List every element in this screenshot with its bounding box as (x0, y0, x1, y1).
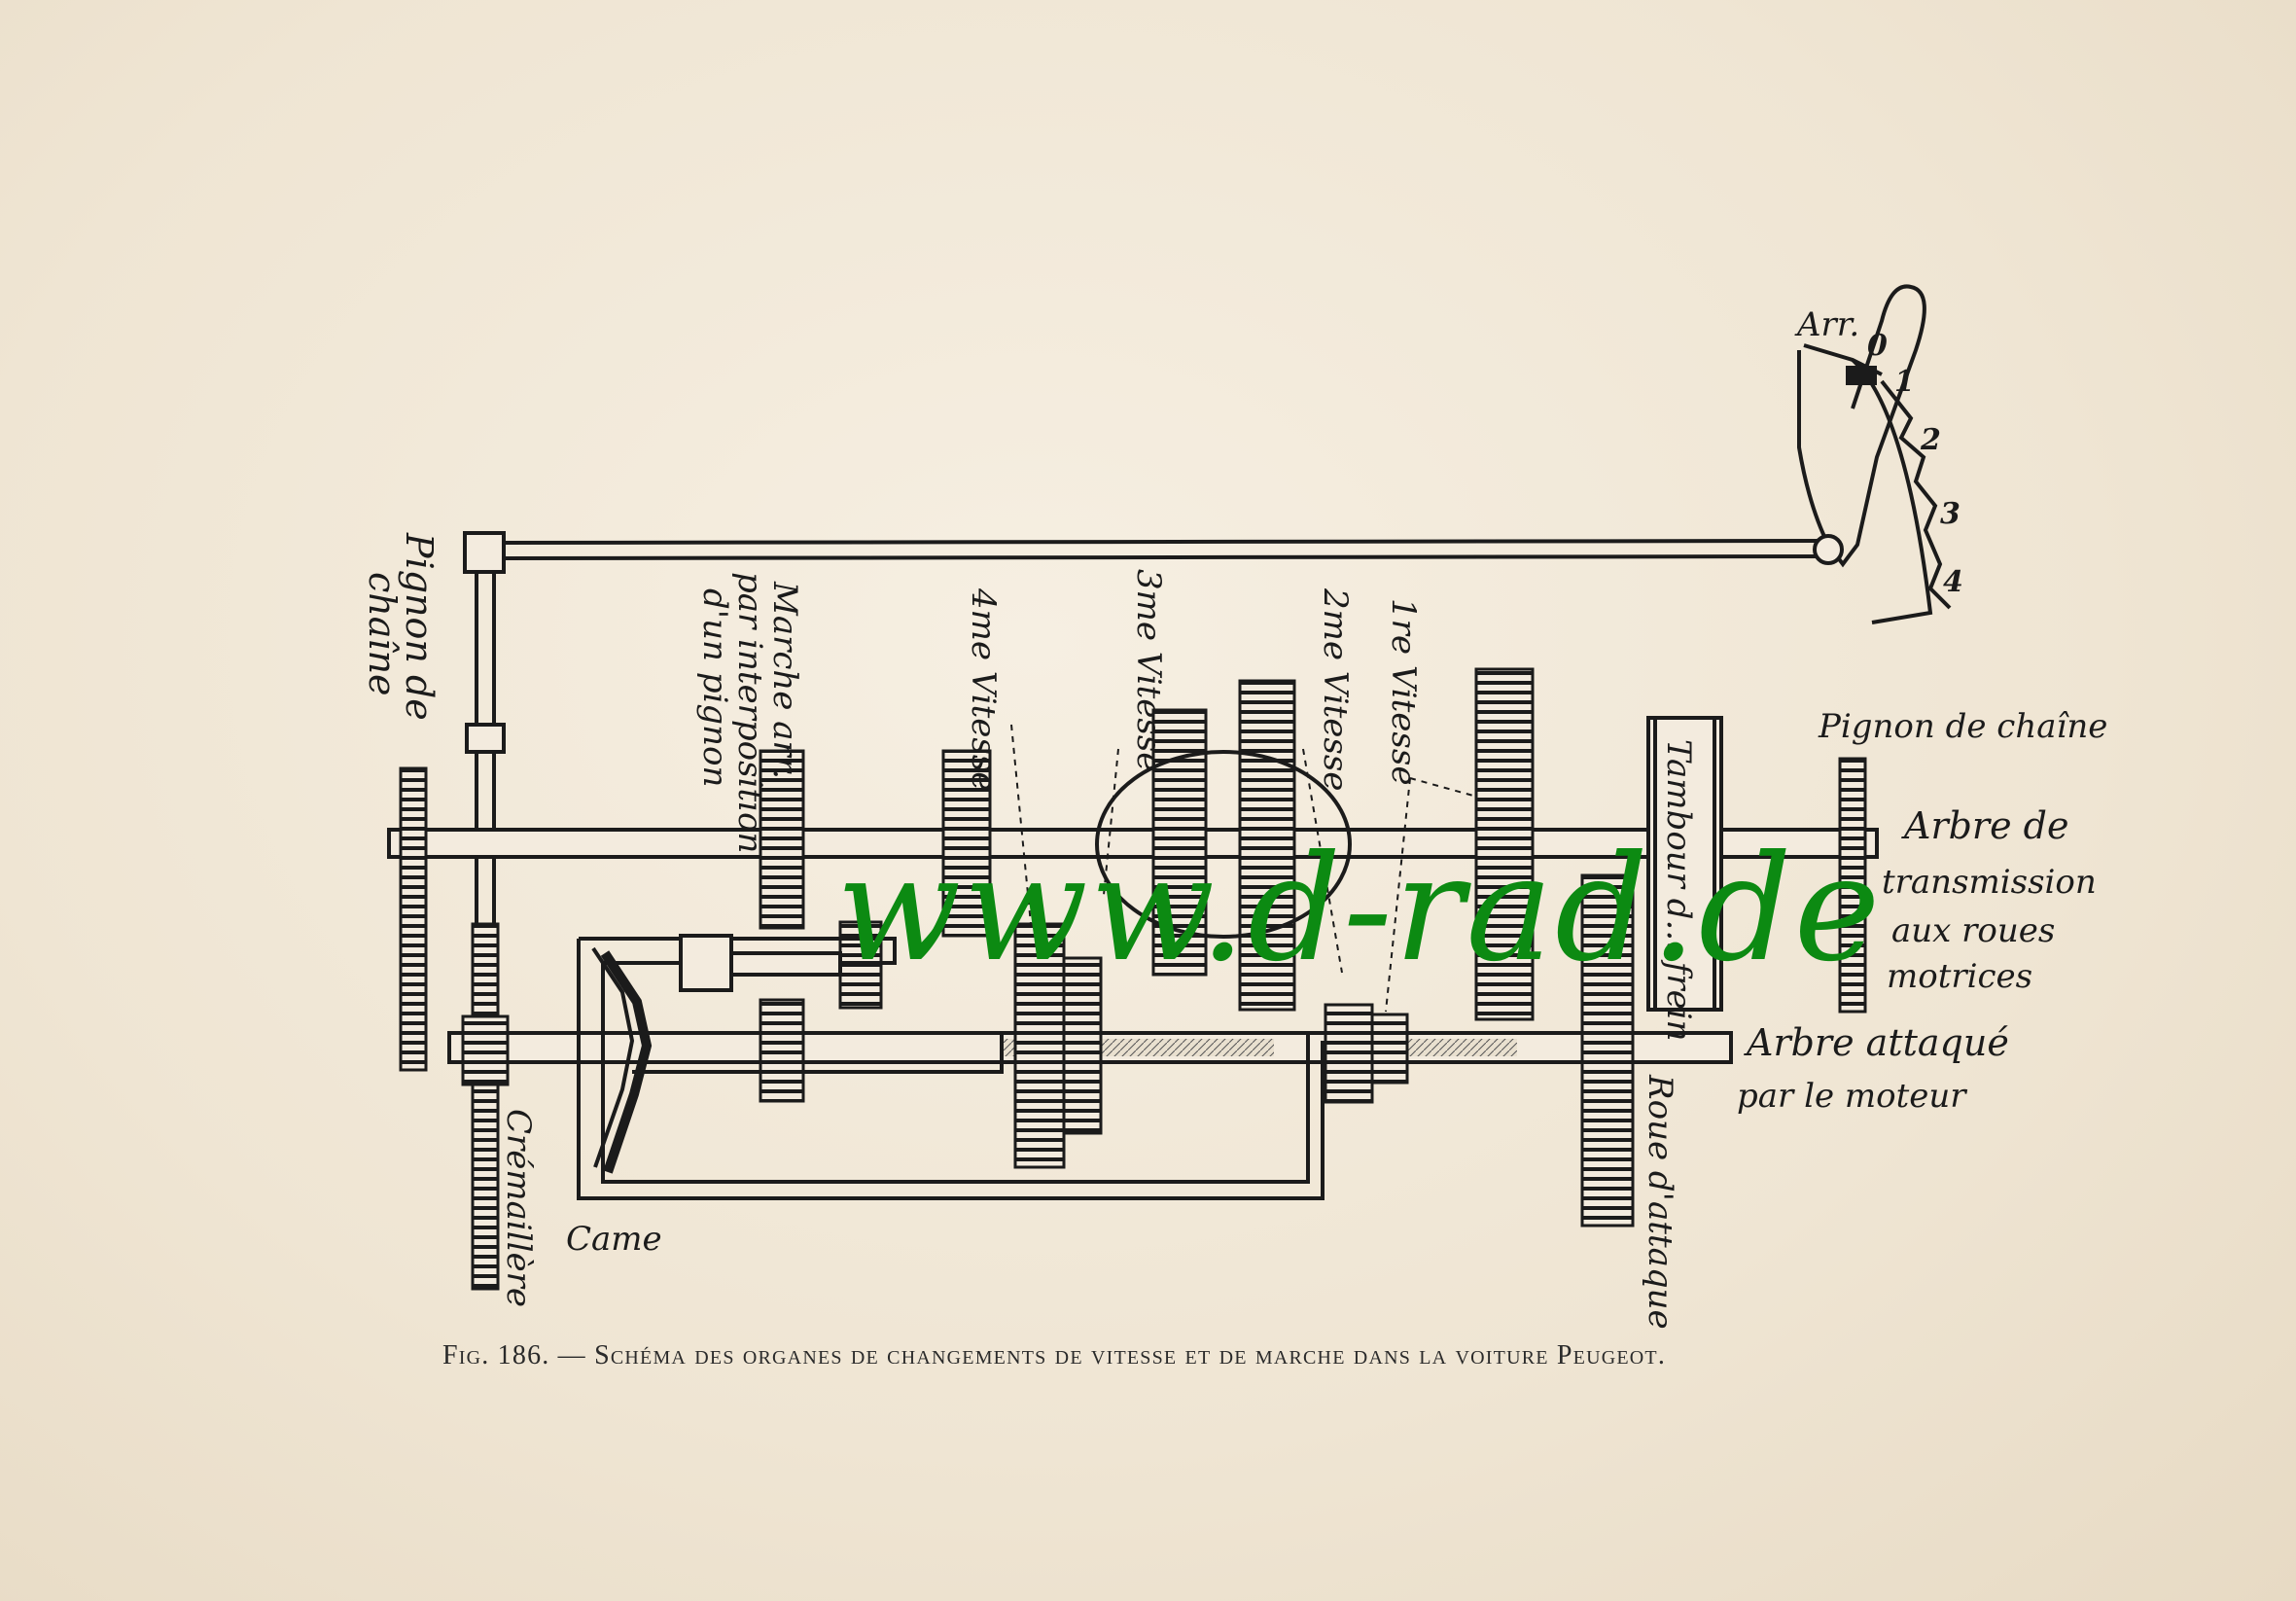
drive-wheel (1580, 873, 1635, 1227)
gear-2-upper (1238, 679, 1296, 1012)
lever-pos-3: 3 (1940, 497, 1960, 531)
gear-lever-quadrant (1797, 284, 1952, 624)
gear-4-upper (941, 749, 992, 938)
lever-pos-1: 1 (1894, 365, 1915, 399)
cam-frame (577, 934, 1325, 1200)
svg-text:Arbre attaqué: Arbre attaqué (1744, 1021, 2009, 1064)
arbre-attaque-label: Arbre attaqué par le moteur (1737, 1021, 2009, 1116)
watermark: www.d-rad.de (836, 825, 1883, 994)
gear-reverse-lower (759, 998, 805, 1103)
tambour-label: Tambour d... frein (1659, 739, 1698, 1041)
svg-text:d'un pignon: d'un pignon (695, 588, 734, 787)
gear-4b-lower (1062, 956, 1103, 1135)
vitesse-3-label: 3me Vitesse (1129, 569, 1168, 771)
svg-text:par le moteur: par le moteur (1737, 1077, 1967, 1116)
gear-1-upper (1474, 667, 1535, 1021)
chain-pinion-left (399, 766, 428, 1072)
gear-2-lower (1370, 1013, 1409, 1085)
svg-text:transmission: transmission (1882, 863, 2097, 902)
transmission-shaft (387, 828, 1879, 859)
gear-4-lower (1013, 922, 1066, 1169)
roue-attaque-label: Roue d'attaque (1641, 1074, 1679, 1330)
lever-pos-0: 0 (1867, 329, 1888, 363)
lever-arr-label: Arr. (1794, 305, 1859, 344)
svg-text:motrices: motrices (1887, 957, 2032, 996)
figure-caption: Fig. 186. — Schéma des organes de change… (442, 1340, 1667, 1370)
lever-pos-2: 2 (1920, 423, 1941, 457)
control-rod (463, 531, 1829, 1002)
vitesse-4-label: 4me Vitesse (964, 587, 1003, 791)
arbre-transmission-label: Arbre de transmission aux roues motrices (1882, 804, 2097, 996)
chain-pinion-right (1838, 757, 1867, 1014)
svg-text:chaîne: chaîne (361, 572, 404, 696)
marche-arriere-label: Marche arr. par interposition d'un pigno… (695, 572, 804, 853)
lever-pos-4: 4 (1943, 565, 1963, 599)
gear-reverse-upper (759, 749, 805, 930)
cremaillere-label: Crémaillère (499, 1109, 538, 1307)
gear-1-lower (1324, 1003, 1374, 1104)
pignon-de-chaine-left-label: Pignon de chaîne (361, 532, 441, 721)
svg-text:Arbre de: Arbre de (1901, 804, 2068, 847)
rack (471, 922, 500, 1291)
came-label: Came (566, 1220, 662, 1259)
rack-pinion (461, 1014, 510, 1086)
leader-lines (1010, 724, 1474, 1013)
svg-text:Marche arr.: Marche arr. (765, 581, 804, 779)
clutch-ring (1095, 750, 1352, 939)
svg-text:par interposition: par interposition (730, 572, 769, 853)
vitesse-2-label: 2me Vitesse (1316, 587, 1355, 791)
svg-text:aux roues: aux roues (1891, 911, 2055, 950)
pignon-de-chaine-right-label: Pignon de chaîne (1818, 707, 2107, 746)
svg-text:Pignon de: Pignon de (398, 532, 441, 721)
brake-drum (1646, 716, 1723, 1012)
vitesse-1-label: 1re Vitesse (1384, 598, 1423, 785)
